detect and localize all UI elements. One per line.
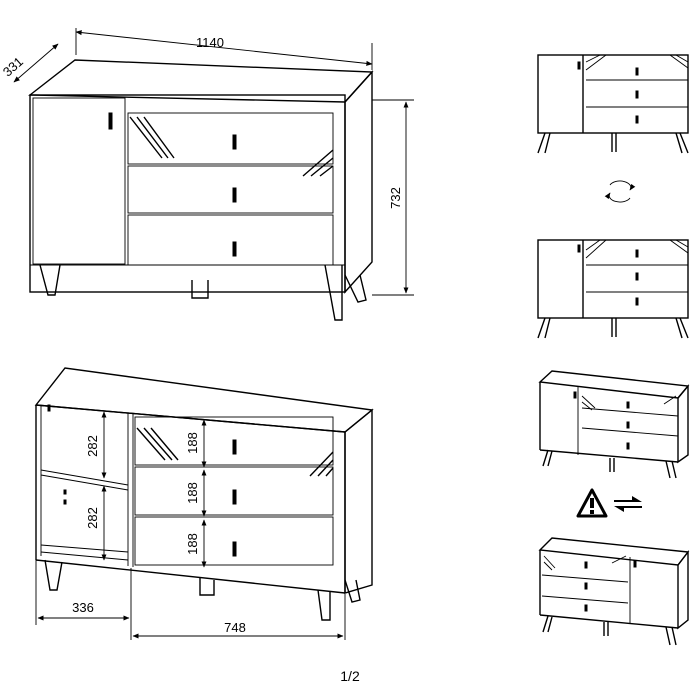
- variant-3-perspective-door-left: [538, 370, 690, 479]
- sideboard-front-view: [28, 59, 374, 321]
- height-dimension-line: [372, 99, 414, 296]
- right-section-width-label: 748: [224, 620, 246, 635]
- swap-arrows-icon: [614, 496, 642, 512]
- variant-2-door-left-flipped: [537, 239, 689, 339]
- width-label: 1140: [196, 35, 224, 50]
- drawer-2-height-label: 188: [185, 482, 200, 504]
- shelf-lower-label: 282: [85, 507, 100, 529]
- drawer-3-height-label: 188: [185, 533, 200, 555]
- internal-dimension-lines: [35, 411, 346, 640]
- sideboard-internal-view: [34, 367, 374, 621]
- variant-1-door-left: [537, 54, 689, 154]
- width-dimension-line: [75, 28, 373, 70]
- page-number: 1/2: [340, 668, 360, 684]
- depth-dimension-line: [13, 43, 59, 83]
- rotate-arrows-icon: [604, 180, 636, 203]
- drawer-1-height-label: 188: [185, 432, 200, 454]
- shelf-upper-label: 282: [85, 435, 100, 457]
- variant-4-perspective-door-right: [538, 537, 690, 646]
- left-section-width-label: 336: [72, 600, 94, 615]
- height-label: 732: [388, 187, 403, 209]
- depth-label: 331: [0, 54, 26, 80]
- warning-triangle-icon: [576, 488, 608, 518]
